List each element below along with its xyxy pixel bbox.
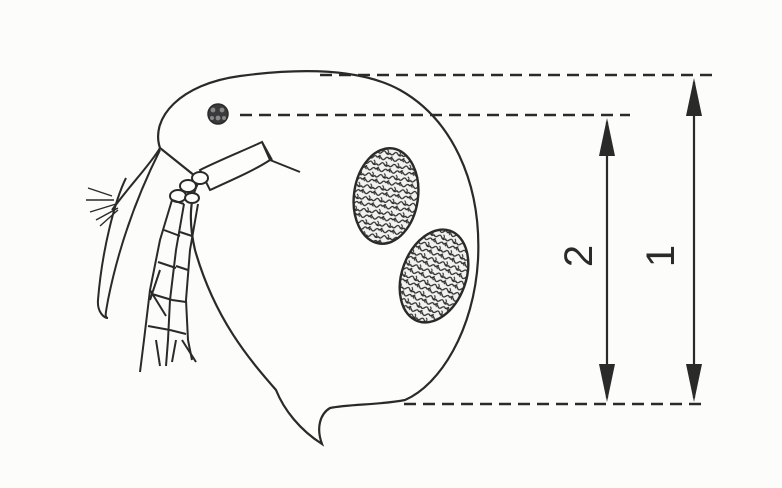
measure-label-2: 2 [559,245,599,267]
compound-eye [208,104,228,124]
dimension-line-2 [599,118,615,402]
measure-label-1: 1 [641,245,681,267]
dimension-line-1 [686,78,702,402]
